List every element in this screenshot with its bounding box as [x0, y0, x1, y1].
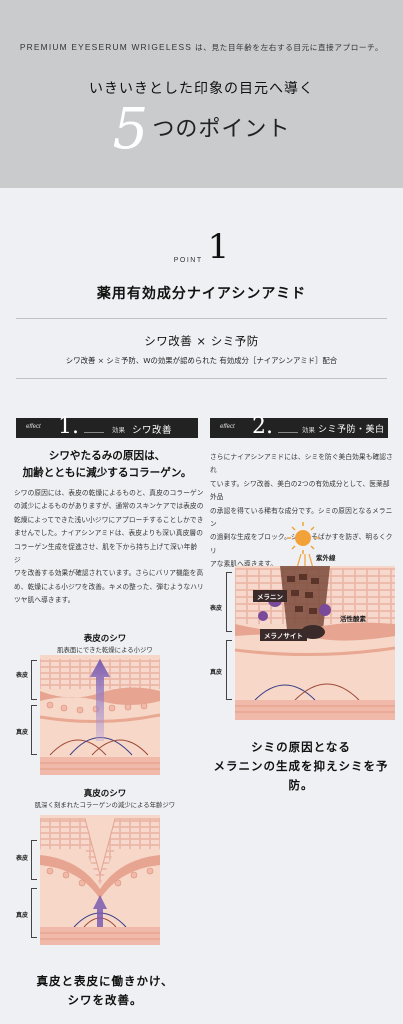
conclusion-line: シミの原因となる	[251, 740, 351, 754]
header-tagline: PREMIUM EYESERUM WRIGELESS は、見た目年齢を左右する目…	[0, 42, 403, 53]
body-line: アな素肌へ導きます。	[210, 560, 278, 569]
brand-name: PREMIUM EYESERUM WRIGELESS	[19, 42, 193, 52]
effect-rule	[84, 432, 104, 433]
divider-top	[16, 318, 387, 319]
label-epidermis: 表皮	[16, 672, 29, 679]
label-dermis: 真皮	[16, 729, 29, 736]
header-subtitle: いきいきとした印象の目元へ導く	[89, 81, 314, 97]
header-band: PREMIUM EYESERUM WRIGELESS は、見た目年齢を左右する目…	[0, 0, 403, 188]
divider-bottom	[16, 378, 387, 379]
diagram-2-subtitle: 肌深く刻まれたコラーゲンの減少による年齢ジワ	[34, 801, 176, 809]
heading-line: 加齢とともに減少するコラーゲン。	[22, 467, 192, 479]
effect-tag: effect	[220, 424, 235, 430]
body-line: コラーゲン生成を促進させ、肌を下から持ち上げて深い年齢ジ	[14, 542, 198, 565]
effect-name: シミ予防・美白	[318, 425, 385, 435]
label-epidermis: 表皮	[16, 855, 29, 862]
body-line: さらにナイアシンアミドには、シミを防ぐ美白効果も確認され	[210, 453, 393, 475]
bracket-dermis	[31, 705, 37, 755]
effect-kou: 効果	[302, 426, 315, 434]
label-melanocyte: メラノサイト	[260, 629, 307, 641]
skin-diagram-epidermis-wrinkle	[40, 655, 160, 775]
bracket-epidermis	[31, 840, 37, 880]
effect-2-label: effect 2. 効果 シミ予防・美白	[210, 414, 388, 439]
diagram-1-title: 表皮のシワ	[83, 634, 127, 644]
big-number: 5	[112, 97, 149, 162]
lead-subtitle: シワ改善 × シミ予防、Wの効果が認められた 有効成分［ナイアシンアミド］配合	[65, 356, 338, 365]
body-line: め、乾燥による小ジワを改善。キメの整った、弾むようなハリ	[14, 582, 204, 591]
bracket-dermis	[31, 888, 37, 938]
body-line: シワの原因には、表皮の乾燥によるものと、真皮のコラーゲン	[14, 489, 204, 497]
body-line: ツヤ肌へ導きます。	[14, 596, 75, 605]
label-ros: 活性酸素	[340, 615, 366, 623]
skin-diagram-dermis-wrinkle	[40, 815, 160, 945]
title-suffix: つのポイント	[152, 117, 291, 142]
section-title: 薬用有効成分ナイアシンアミド	[96, 286, 307, 302]
effect-kou: 効果	[112, 426, 125, 434]
label-dermis: 真皮	[16, 912, 29, 919]
point-label: POINT	[173, 257, 203, 264]
body-line: の承認を得ている稀有な成分です。シミの原因となるメラニン	[210, 506, 393, 529]
tagline-text: は、見た目年齢を左右する目元に直接アプローチ。	[192, 43, 384, 52]
bracket-epidermis	[31, 660, 37, 700]
sun-icon	[287, 522, 319, 554]
diagram-2-title: 真皮のシワ	[83, 789, 127, 799]
label-epidermis: 表皮	[210, 605, 223, 612]
label-dermis: 真皮	[210, 669, 223, 676]
lead-title: シワ改善 × シミ予防	[144, 334, 259, 348]
diagram-1-subtitle: 肌表面にできた乾燥による小ジワ	[57, 646, 153, 654]
conclusion-line: 真皮と表皮に働きかけ、	[36, 974, 174, 988]
effect-name: シワ改善	[132, 425, 173, 436]
body-line: ワを改善する効果が確認されています。さらにバリア機能を高	[14, 569, 204, 578]
effect-rule	[278, 432, 298, 433]
effect-number: 2.	[252, 414, 273, 439]
skin-diagram-melanin	[235, 522, 395, 720]
body-line: ています。シワ改善、美白の2つの有効成分として、医薬部外品	[210, 479, 390, 502]
point-number: 1	[207, 227, 230, 267]
label-melanin: メラニン	[253, 590, 287, 602]
body-line: 乾燥によってできた浅い小ジワにアプローチすることしかでき	[14, 515, 204, 524]
effect-1-body: シワの原因には、表皮の乾燥によるものと、真皮のコラーゲン の減少によるものがあり…	[14, 487, 204, 608]
body-line: ませんでした。ナイアシンアミドは、表皮よりも深い真皮層の	[14, 529, 203, 538]
point-heading: POINT 1	[0, 230, 403, 264]
body-line: の減少によるものがありますが、通常のスキンケアでは表皮の	[14, 502, 204, 511]
bracket-dermis	[226, 640, 232, 700]
effect-1-conclusion: 真皮と表皮に働きかけ、 シワを改善。	[10, 972, 200, 1010]
conclusion-line: シワを改善。	[67, 993, 143, 1007]
heading-line: シワやたるみの原因は、	[48, 450, 166, 462]
bracket-epidermis	[226, 572, 232, 632]
effect-1-heading: シワやたるみの原因は、 加齢とともに減少するコラーゲン。	[12, 448, 202, 482]
label-uv: 紫外線	[316, 554, 336, 562]
effect-tag: effect	[26, 424, 41, 430]
effect-2-conclusion: シミの原因となる メラニンの生成を抑えシミを予防。	[205, 738, 397, 795]
conclusion-line: メラニンの生成を抑えシミを予防。	[213, 759, 389, 792]
effect-number: 1.	[58, 414, 79, 439]
effect-1-label: effect 1. 効果 シワ改善	[16, 414, 198, 439]
